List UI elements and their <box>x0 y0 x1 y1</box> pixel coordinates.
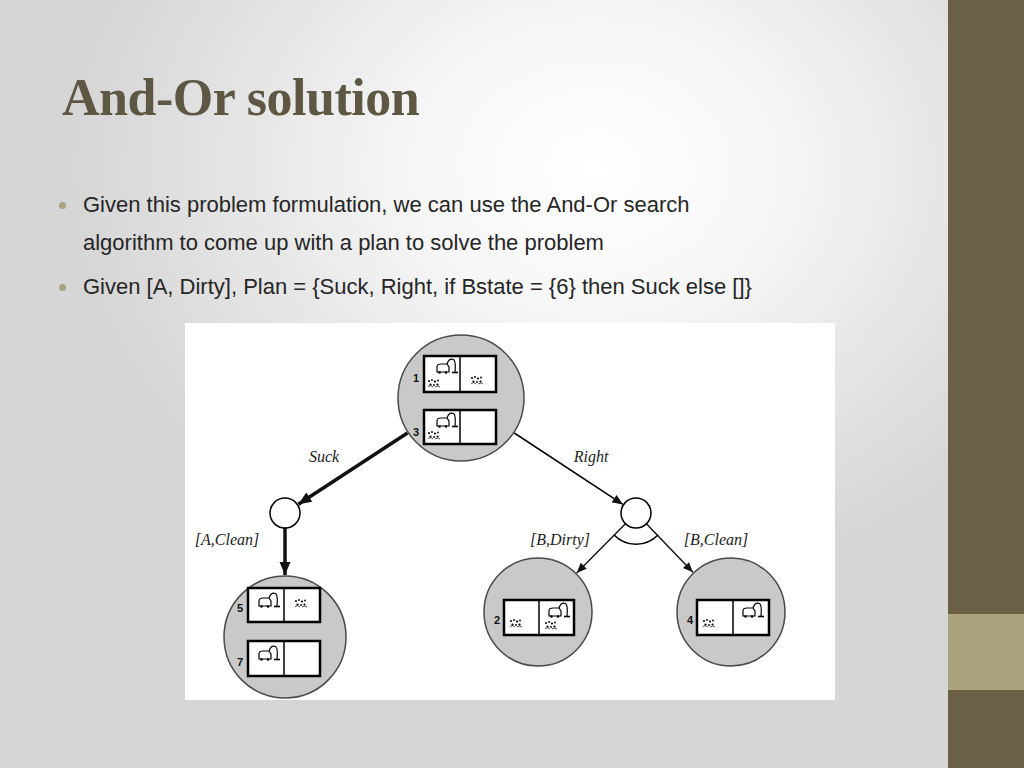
edge-label: [B,Dirty] <box>530 531 590 549</box>
and-or-arrow <box>514 433 692 572</box>
state-set-node: 57 <box>223 575 347 699</box>
state-number: 4 <box>687 614 693 626</box>
and-or-arrow <box>280 433 408 575</box>
edge-label: Right <box>574 448 609 466</box>
bullet-dot <box>59 284 66 291</box>
node-outline <box>483 557 593 667</box>
state-set-node: 2 <box>483 557 593 667</box>
state-set-node: 13 <box>397 334 525 462</box>
state-number: 1 <box>413 372 419 384</box>
bullet-dot <box>59 202 66 209</box>
side-bar-accent <box>948 614 1024 690</box>
state-set-node: 4 <box>676 557 786 667</box>
state-number: 3 <box>413 426 419 438</box>
node-outline <box>397 334 525 462</box>
edge-label: Suck <box>309 448 339 466</box>
or-node <box>270 498 300 528</box>
and-arc <box>614 535 658 544</box>
and-or-arrow <box>514 433 625 573</box>
edge-label: [B,Clean] <box>684 531 748 549</box>
node-outline <box>676 557 786 667</box>
state-number: 2 <box>494 614 500 626</box>
bullet-text: Given this problem formulation, we can u… <box>83 186 783 262</box>
slide-title: And-Or solution <box>62 66 419 130</box>
or-node <box>621 498 651 528</box>
state-number: 7 <box>237 656 243 668</box>
edge-label: [A,Clean] <box>195 531 259 549</box>
bullet-text: Given [A, Dirty], Plan = {Suck, Right, i… <box>83 268 752 306</box>
node-outline <box>223 575 347 699</box>
state-number: 5 <box>237 602 243 614</box>
